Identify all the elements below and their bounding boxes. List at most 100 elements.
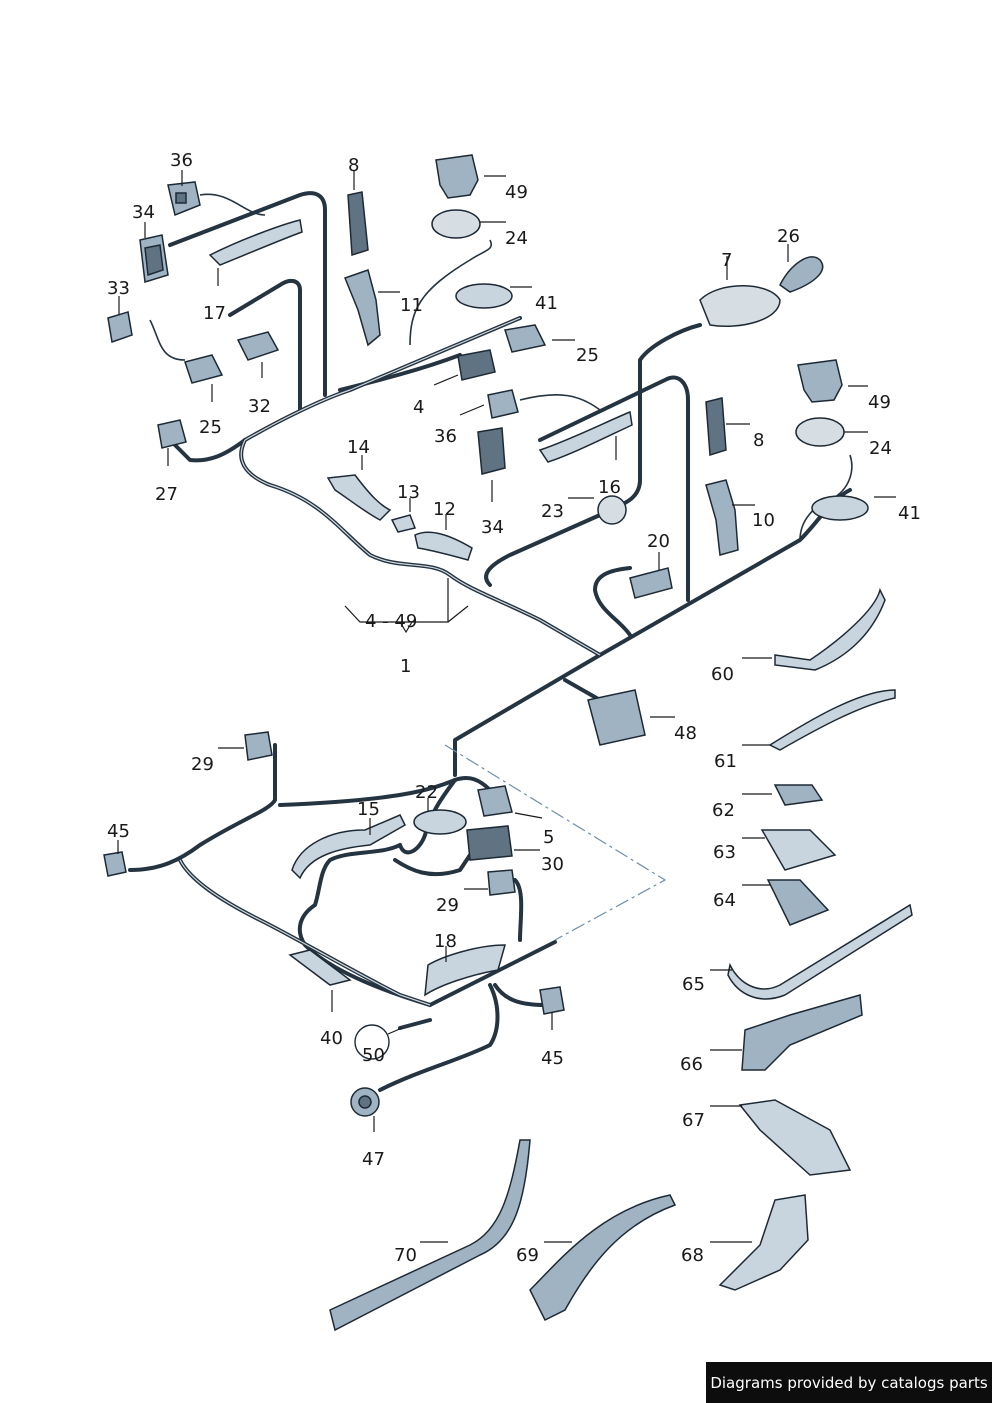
callout-24: 24 bbox=[505, 228, 528, 249]
part-20-connector bbox=[629, 567, 673, 599]
part-8-clip-right bbox=[705, 397, 727, 456]
callout-34: 34 bbox=[132, 202, 155, 223]
callout-41: 41 bbox=[898, 503, 921, 524]
callout-24: 24 bbox=[869, 438, 892, 459]
callout-17: 17 bbox=[203, 303, 226, 324]
callout-33: 33 bbox=[107, 278, 130, 299]
part-bracket-mid bbox=[538, 410, 633, 463]
credit-text: Diagrams provided by catalogs parts bbox=[710, 1373, 988, 1392]
callout-5: 5 bbox=[543, 827, 554, 848]
callout-63: 63 bbox=[713, 842, 736, 863]
part-30-connector bbox=[466, 825, 513, 861]
callout-25: 25 bbox=[576, 345, 599, 366]
callout-20: 20 bbox=[647, 531, 670, 552]
callout-32: 32 bbox=[248, 396, 271, 417]
callout-25: 25 bbox=[199, 417, 222, 438]
callout-61: 61 bbox=[714, 751, 737, 772]
callout-16: 16 bbox=[598, 477, 621, 498]
callout-1: 1 bbox=[400, 656, 411, 677]
part-13-clip bbox=[390, 514, 417, 533]
callout-40: 40 bbox=[320, 1028, 343, 1049]
part-49-connector-top bbox=[435, 154, 479, 199]
callout-13: 13 bbox=[397, 482, 420, 503]
part-18-bracket bbox=[424, 944, 506, 997]
callout-69: 69 bbox=[516, 1245, 539, 1266]
part-17-bracket bbox=[208, 219, 303, 266]
part-63-cover bbox=[760, 829, 837, 871]
callout-8: 8 bbox=[348, 155, 359, 176]
callout-7: 7 bbox=[721, 250, 732, 271]
callout-45: 45 bbox=[541, 1048, 564, 1069]
part-16-grommet bbox=[597, 495, 627, 525]
part-26-connector bbox=[779, 256, 824, 293]
callout-8: 8 bbox=[753, 430, 764, 451]
callout-66: 66 bbox=[680, 1054, 703, 1075]
part-12-bracket bbox=[414, 531, 473, 561]
part-61-trim bbox=[768, 689, 896, 751]
part-10-bracket bbox=[705, 479, 739, 556]
part-24-grommet-right bbox=[795, 417, 845, 447]
part-24-grommet-top bbox=[431, 209, 481, 239]
part-41-grommet-right bbox=[811, 495, 869, 521]
callout-4: 4 bbox=[413, 397, 424, 418]
callout-12: 12 bbox=[433, 499, 456, 520]
part-40-clip bbox=[288, 949, 352, 986]
part-25-connector-right bbox=[504, 324, 547, 353]
main-wiring-harness bbox=[149, 191, 853, 777]
callout-64: 64 bbox=[713, 890, 736, 911]
dashed-guide-line bbox=[444, 744, 667, 941]
callout-62: 62 bbox=[712, 800, 735, 821]
part-33-connector bbox=[107, 311, 133, 344]
callout-30: 30 bbox=[541, 854, 564, 875]
callout-67: 67 bbox=[682, 1110, 705, 1131]
part-45-connector-right bbox=[539, 986, 565, 1015]
part-66-trim bbox=[741, 994, 863, 1071]
callout-14: 14 bbox=[347, 437, 370, 458]
callouts: 36 34 33 17 32 25 27 8 11 49 24 41 25 4 … bbox=[107, 150, 921, 1266]
callout-15: 15 bbox=[357, 799, 380, 820]
part-64-cover bbox=[766, 879, 830, 926]
callout-26: 26 bbox=[777, 226, 800, 247]
part-49-connector-right bbox=[797, 359, 843, 403]
part-8-clip-top bbox=[347, 191, 369, 256]
part-41-grommet-top bbox=[455, 283, 513, 309]
callout-41: 41 bbox=[535, 293, 558, 314]
part-14-bracket bbox=[326, 474, 392, 521]
callout-29: 29 bbox=[436, 895, 459, 916]
callout-29: 29 bbox=[191, 754, 214, 775]
callout-36: 36 bbox=[170, 150, 193, 171]
lower-wiring-harness bbox=[128, 743, 557, 1092]
part-36-connector-mid bbox=[487, 389, 519, 419]
callout-70: 70 bbox=[394, 1245, 417, 1266]
part-62-clip bbox=[773, 784, 824, 806]
part-11-bracket bbox=[344, 269, 381, 347]
callout-50: 50 bbox=[362, 1045, 385, 1066]
callout-4-49: 4 - 49 bbox=[365, 611, 417, 632]
callout-65: 65 bbox=[682, 974, 705, 995]
part-60-trim bbox=[774, 587, 886, 671]
part-27-connector bbox=[157, 419, 187, 449]
callout-49: 49 bbox=[505, 182, 528, 203]
part-47-connector bbox=[350, 1087, 380, 1117]
part-50-circle bbox=[354, 1024, 390, 1060]
callout-10: 10 bbox=[752, 510, 775, 531]
part-7-harness-foam bbox=[699, 285, 781, 327]
callout-45: 45 bbox=[107, 821, 130, 842]
part-45-connector-left bbox=[103, 851, 127, 877]
credit-banner: Diagrams provided by catalogs parts bbox=[706, 1362, 992, 1403]
part-48-switch bbox=[587, 689, 646, 746]
callout-11: 11 bbox=[400, 295, 423, 316]
callout-27: 27 bbox=[155, 484, 178, 505]
part-68-trim bbox=[718, 1194, 809, 1291]
part-25-connector-left bbox=[184, 354, 224, 384]
part-5-connector bbox=[477, 785, 513, 817]
part-36-connector-top bbox=[167, 181, 201, 217]
callout-48: 48 bbox=[674, 723, 697, 744]
callout-60: 60 bbox=[711, 664, 734, 685]
part-4-connector bbox=[457, 349, 496, 381]
part-22-grommet bbox=[413, 809, 467, 835]
callout-23: 23 bbox=[541, 501, 564, 522]
callout-18: 18 bbox=[434, 931, 457, 952]
callout-68: 68 bbox=[681, 1245, 704, 1266]
